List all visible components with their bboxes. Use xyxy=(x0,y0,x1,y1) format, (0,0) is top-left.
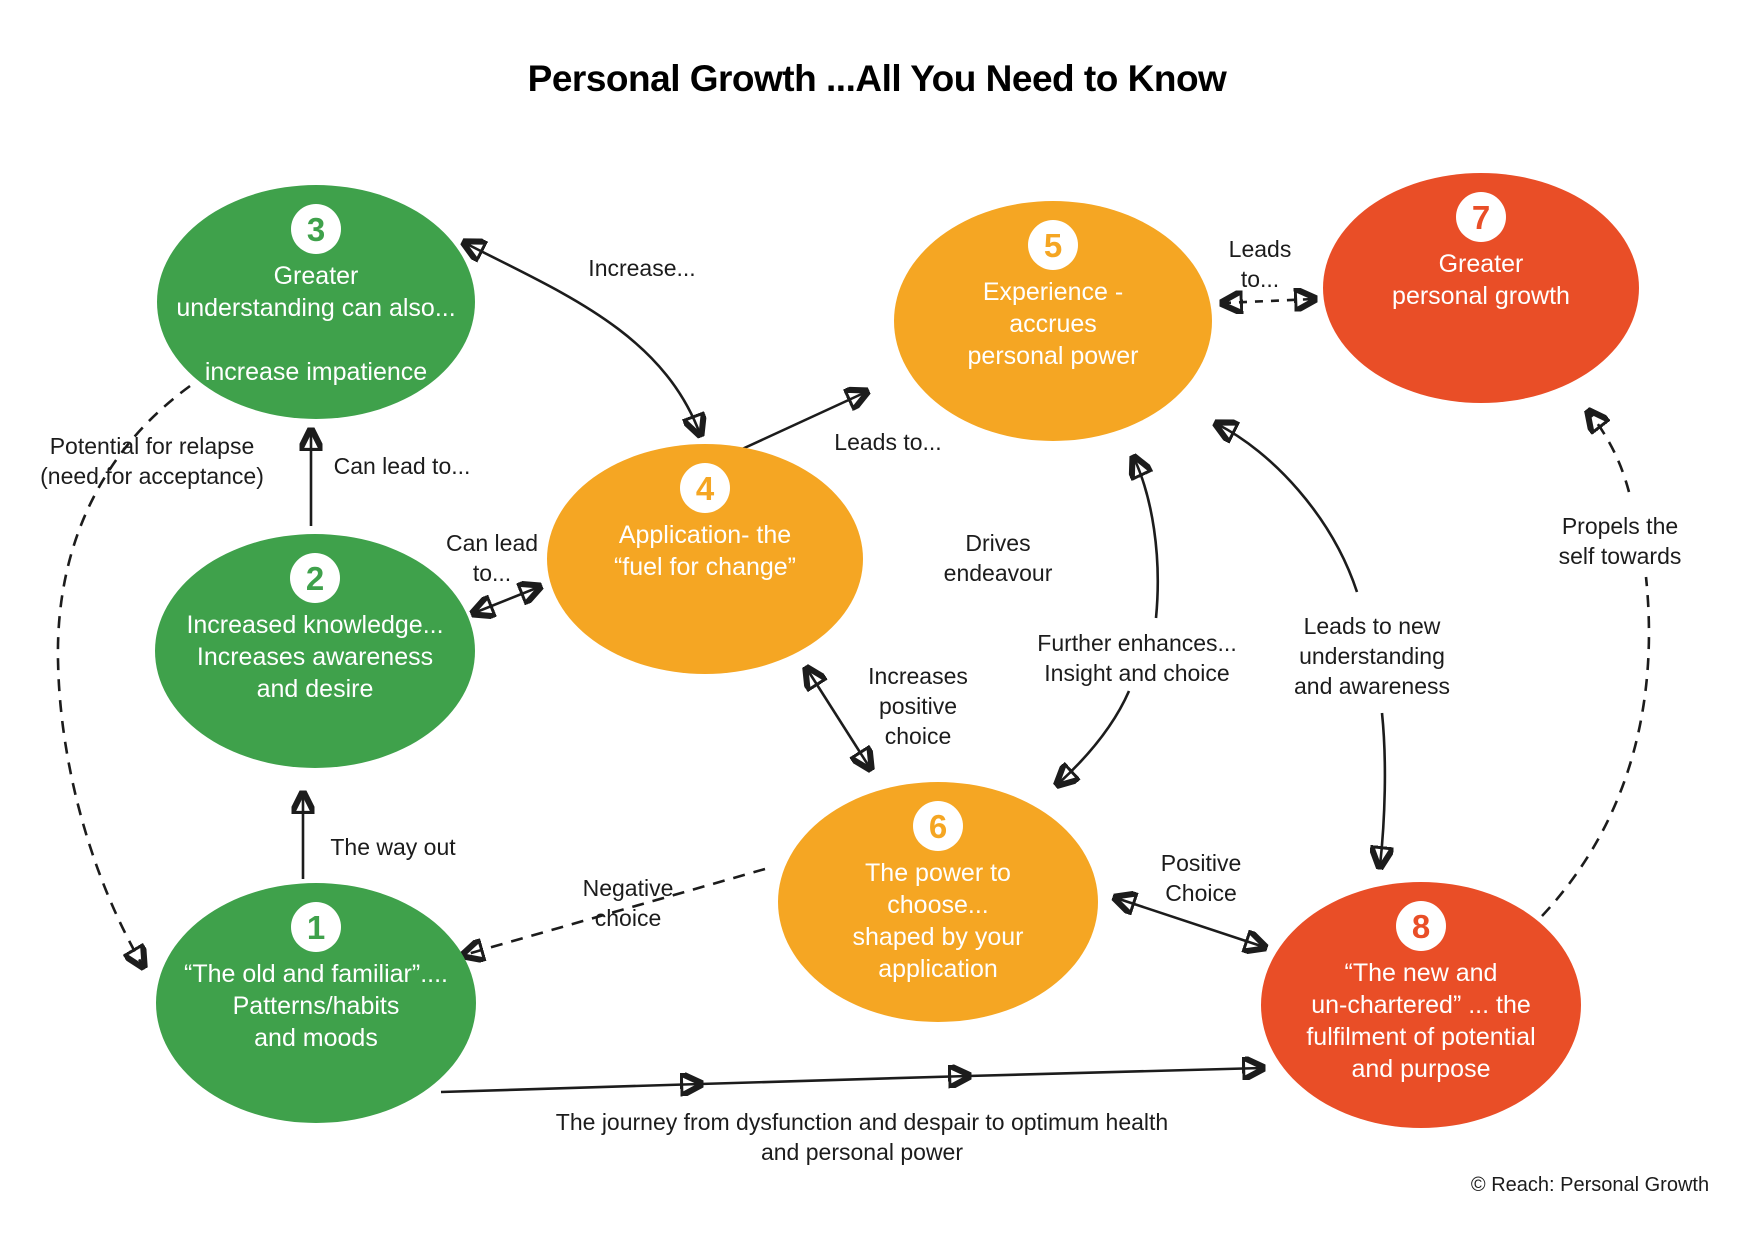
node-5-number-badge: 5 xyxy=(1028,220,1078,270)
node-4-number-badge: 4 xyxy=(680,463,730,513)
node-6-number-badge: 6 xyxy=(913,801,963,851)
edge-label-way-out: The way out xyxy=(330,834,456,860)
arrow-8-7-propels-upper xyxy=(1589,412,1631,493)
node-1-text: “The old and familiar”....Patterns/habit… xyxy=(184,960,448,1052)
arrow-6-5-enhances-upper xyxy=(1134,458,1159,619)
arrow-5-7-leads-to xyxy=(1223,299,1314,303)
node-2-increased-knowledge: 2 Increased knowledge...Increases awaren… xyxy=(155,534,475,768)
arrow-5-8-new-understanding xyxy=(1380,712,1385,866)
arrow-2-4-can-lead xyxy=(474,587,539,613)
arrow-6-5-enhances-lower xyxy=(1058,690,1131,784)
arrow-8-7-propels-lower xyxy=(1541,576,1651,917)
copyright-credit: © Reach: Personal Growth xyxy=(1470,1174,1710,1196)
edge-label-potential-relapse: Potential for relapse(need for acceptanc… xyxy=(40,433,264,489)
node-2-number-badge: 2 xyxy=(290,553,340,603)
node-4-text: Application- the“fuel for change” xyxy=(613,521,797,581)
page-title: Personal Growth ...All You Need to Know xyxy=(527,58,1227,99)
node-3-number-badge: 3 xyxy=(291,204,341,254)
arrow-4-6-increases xyxy=(807,669,870,768)
edge-label-leads-to-4-5: Leads to... xyxy=(834,429,942,455)
edge-label-further-enhances: Further enhances...Insight and choice xyxy=(1037,630,1237,686)
arrow-journey-seg3 xyxy=(967,1068,1262,1076)
node-2-text: Increased knowledge...Increases awarenes… xyxy=(186,611,444,703)
node-1-number-badge: 1 xyxy=(291,902,341,952)
node-7-number-badge: 7 xyxy=(1456,192,1506,242)
node-8-number-badge: 8 xyxy=(1396,901,1446,951)
node-1-old-and-familiar: 1 “The old and familiar”....Patterns/hab… xyxy=(156,883,476,1123)
edge-label-can-lead-to-2-3: Can lead to... xyxy=(333,453,471,479)
arrow-journey-seg1 xyxy=(440,1084,700,1092)
arrow-journey-seg2 xyxy=(699,1076,968,1084)
journey-caption: The journey from dysfunction and despair… xyxy=(555,1109,1169,1165)
arrow-8-5-new-understanding xyxy=(1217,424,1359,593)
edge-label-increase: Increase... xyxy=(588,255,696,281)
node-4-application: 4 Application- the“fuel for change” xyxy=(547,444,863,674)
